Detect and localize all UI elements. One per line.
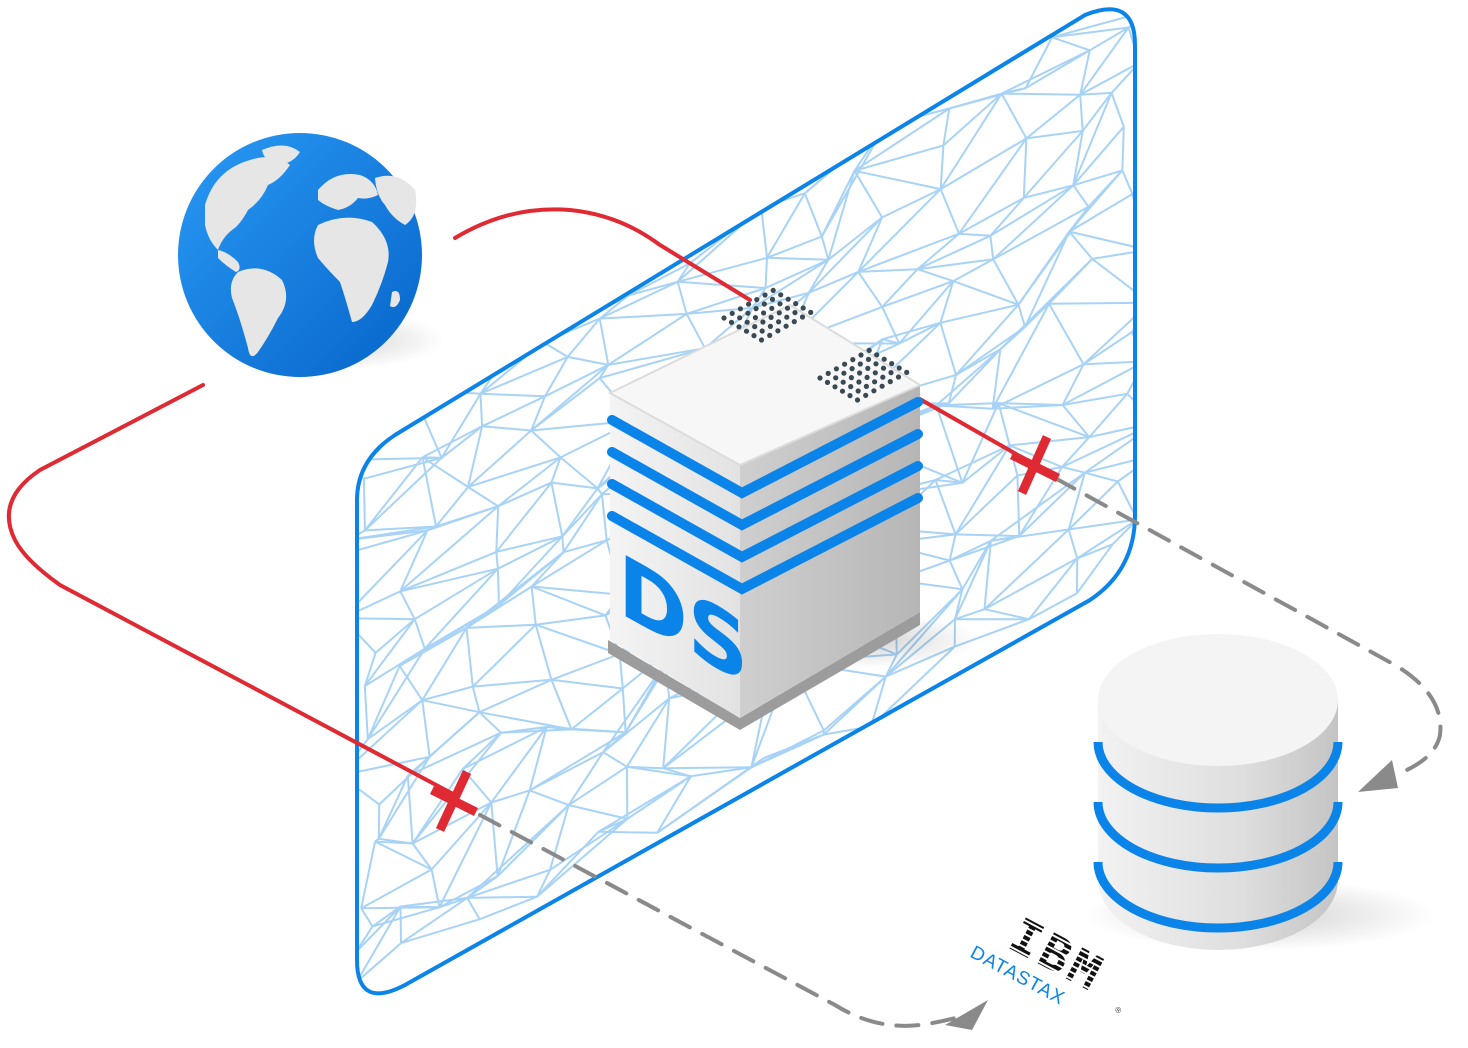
arrow-head-database (1358, 760, 1398, 792)
database-icon (1085, 634, 1435, 951)
arrow-head-logo (945, 1000, 988, 1030)
server-icon: DS (607, 287, 980, 730)
blocked-x-icon (1009, 435, 1061, 495)
server-vents (721, 287, 910, 403)
dashed-path-right (1053, 476, 1443, 777)
firewall-panel-border (355, 7, 1137, 996)
blocked-connections (6, 207, 1032, 797)
dashed-path-bottom (478, 813, 982, 1028)
server-stripes (607, 397, 923, 595)
registered-mark: ® (1113, 1005, 1123, 1016)
globe-icon (178, 133, 445, 377)
red-path-right (916, 396, 1032, 464)
red-path-left (6, 383, 457, 797)
allowed-connections (478, 476, 1443, 1028)
blocked-x-icon (429, 770, 479, 832)
red-path-upper (453, 207, 752, 302)
